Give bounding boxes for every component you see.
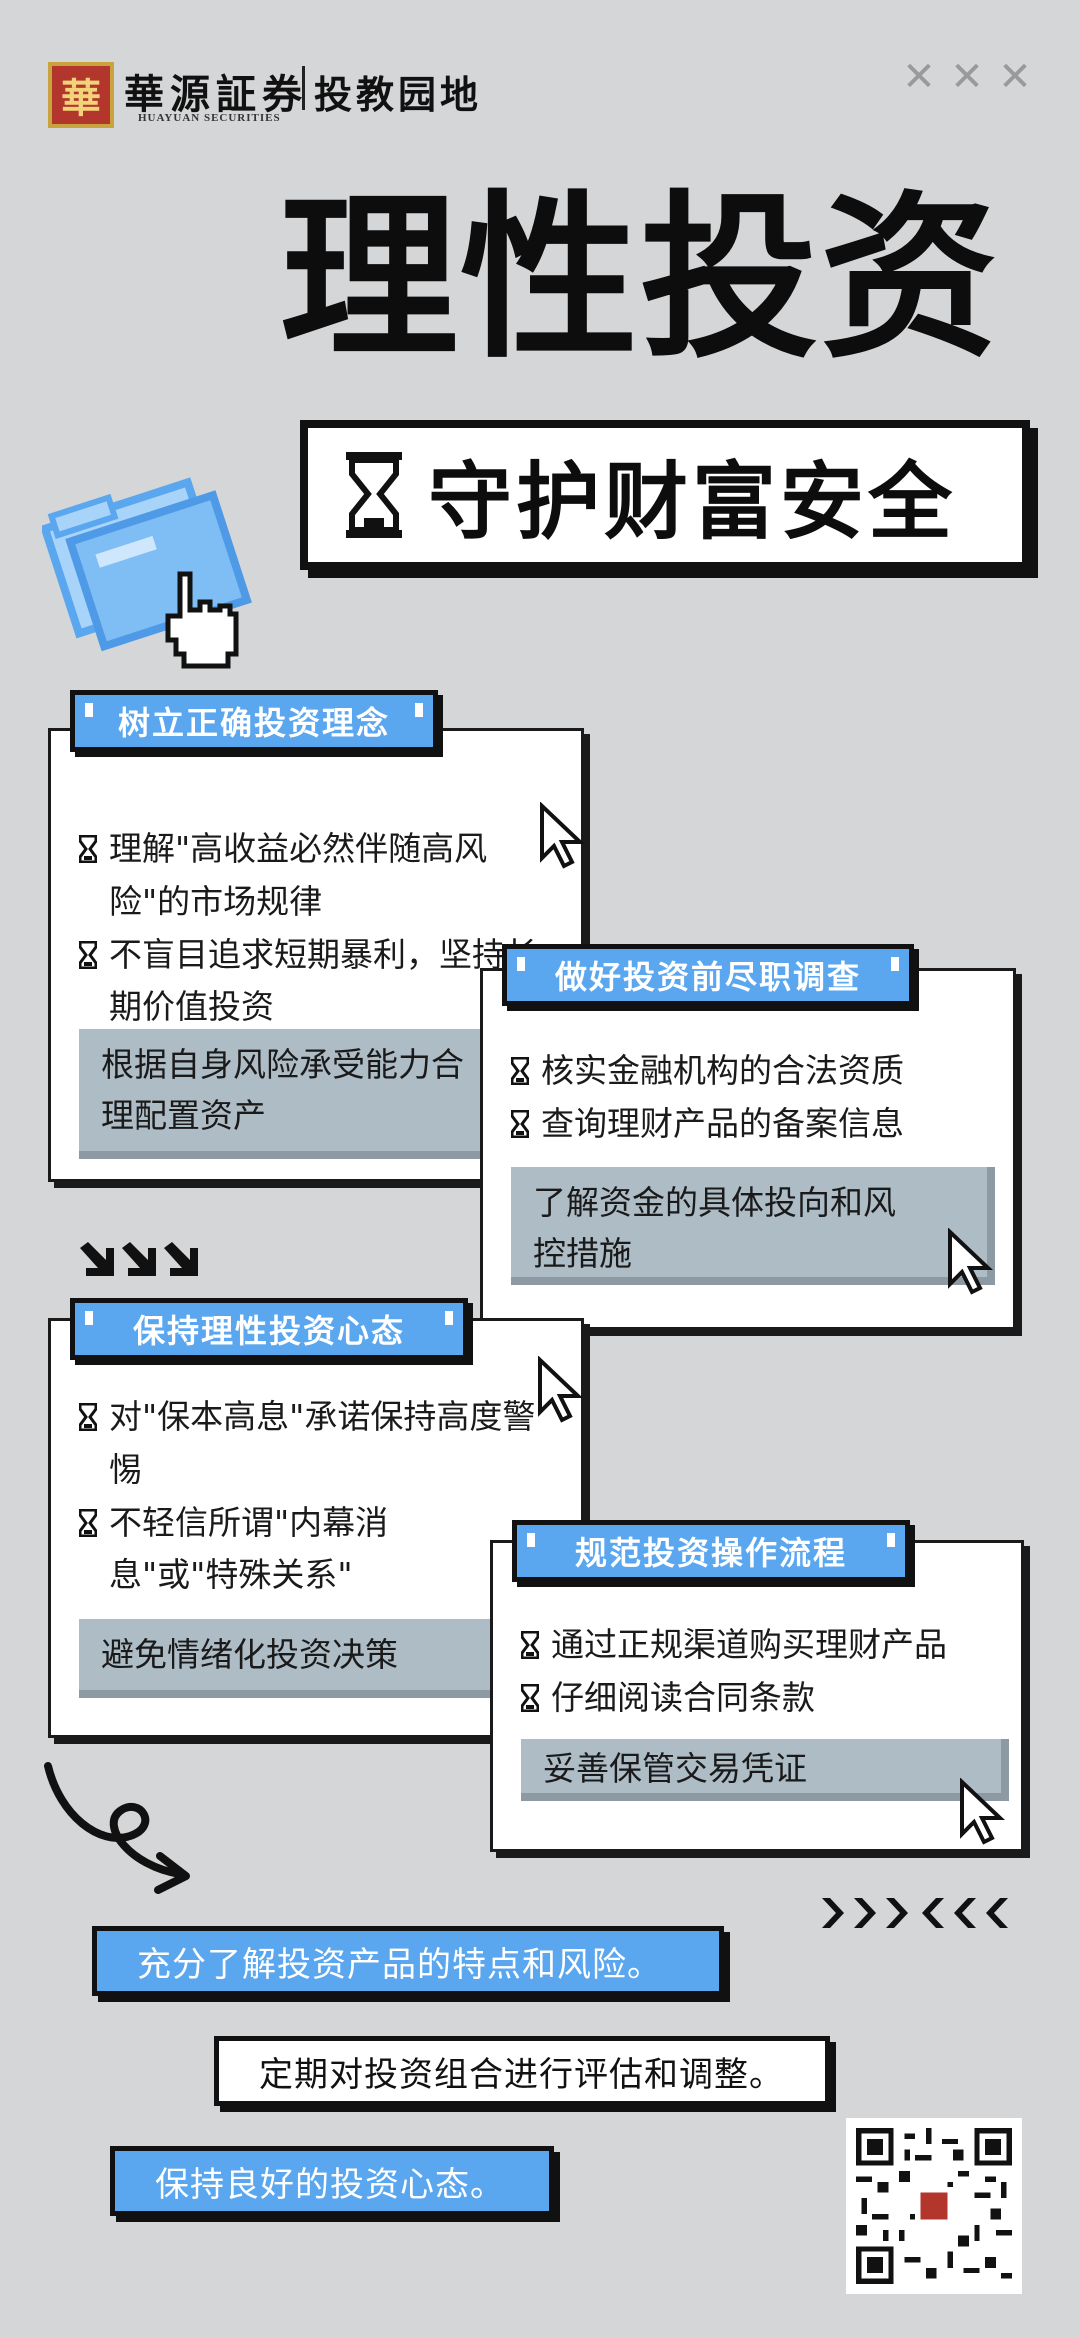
close-icon[interactable]: ✕ (902, 54, 936, 100)
card-investment-philosophy: 理解"高收益必然伴随高风险"的市场规律 不盲目追求短期暴利，坚持长期价值投资 根… (48, 728, 584, 1182)
card-tag: 做好投资前尽职调查 (502, 944, 914, 1006)
cursor-arrow-icon (540, 802, 586, 869)
card-note: 避免情绪化投资决策 (79, 1619, 519, 1699)
list-item: 通过正规渠道购买理财产品 (521, 1619, 1001, 1672)
hourglass-icon (79, 940, 97, 969)
hourglass-icon (511, 1109, 529, 1138)
tip-line-3: 保持良好的投资心态。 (110, 2146, 554, 2216)
card-due-diligence: 核实金融机构的合法资质 查询理财产品的备案信息 了解资金的具体投向和风控措施 (480, 968, 1016, 1330)
card-note: 妥善保管交易凭证 (521, 1739, 1009, 1801)
hourglass-icon (79, 1403, 97, 1431)
card-tag: 树立正确投资理念 (70, 690, 438, 752)
close-icon[interactable]: ✕ (950, 54, 984, 100)
qr-code-pattern (856, 2128, 1012, 2284)
window-controls: ✕ ✕ ✕ (902, 54, 1032, 100)
page-title: 理性投资 (280, 175, 1000, 382)
hourglass-icon (346, 452, 402, 538)
brand-section-name: 投教园地 (314, 72, 483, 117)
list-item: 不盲目追求短期暴利，坚持长期价值投资 (79, 929, 559, 1035)
hourglass-icon (521, 1683, 539, 1712)
subtitle-banner: 守护财富安全 (300, 420, 1030, 570)
card-tag: 保持理性投资心态 (70, 1298, 468, 1360)
list-item: 对"保本高息"承诺保持高度警惕 (79, 1391, 539, 1497)
down-right-arrows-icon (80, 1242, 198, 1276)
card-note: 根据自身风险承受能力合理配置资产 (79, 1029, 509, 1160)
brand-english-name: HUAYUAN SECURITIES (138, 112, 281, 124)
hourglass-icon (521, 1631, 539, 1659)
hourglass-icon (79, 835, 97, 863)
cursor-arrow-icon (960, 1778, 1006, 1845)
list-item: 理解"高收益必然伴随高风险"的市场规律 (79, 823, 559, 929)
cursor-arrow-icon (538, 1356, 584, 1423)
list-item: 不轻信所谓"内幕消息"或"特殊关系" (79, 1497, 539, 1603)
brand-logo: 華 (48, 62, 114, 128)
chevrons-icon (822, 1898, 1008, 1928)
qr-code[interactable] (846, 2118, 1022, 2294)
list-item: 核实金融机构的合法资质 (511, 1045, 991, 1098)
brand-name: 華源証券 (124, 71, 308, 118)
subtitle-text: 守护财富安全 (428, 452, 957, 551)
list-item: 查询理财产品的备案信息 (511, 1098, 991, 1151)
cursor-arrow-icon (948, 1228, 994, 1295)
tip-line-2: 定期对投资组合进行评估和调整。 (214, 2036, 830, 2106)
curly-arrow-icon (44, 1762, 190, 1894)
tip-line-1: 充分了解投资产品的特点和风险。 (92, 1926, 724, 1996)
card-tag: 规范投资操作流程 (512, 1520, 910, 1582)
brand-divider (302, 66, 305, 110)
hourglass-icon (511, 1057, 529, 1085)
close-icon[interactable]: ✕ (998, 54, 1032, 100)
card-operation-process: 通过正规渠道购买理财产品 仔细阅读合同条款 妥善保管交易凭证 (490, 1540, 1024, 1852)
list-item: 仔细阅读合同条款 (521, 1672, 1001, 1725)
hourglass-icon (79, 1508, 97, 1537)
folder-icon (42, 477, 252, 669)
card-note: 了解资金的具体投向和风控措施 (511, 1167, 995, 1285)
